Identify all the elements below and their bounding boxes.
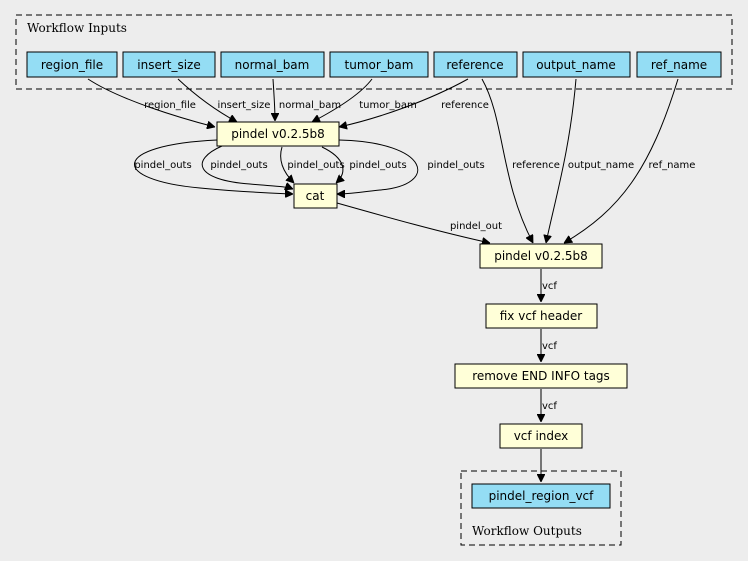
edge-normal-bam — [273, 78, 275, 121]
node-ref-name[interactable]: ref_name — [636, 51, 722, 78]
edge-label-pindel-outs-4: pindel_outs — [349, 160, 406, 171]
edge-label-insert-size: insert_size — [218, 100, 271, 111]
node-output-name-label: output_name — [536, 58, 616, 72]
node-insert-size[interactable]: insert_size — [122, 51, 216, 78]
edge-label-tumor-bam: tumor_bam — [359, 100, 416, 111]
node-pindel-2[interactable]: pindel v0.2.5b8 — [479, 243, 603, 269]
node-fix-vcf-header-label: fix vcf header — [500, 309, 583, 323]
node-remove-end-info-label: remove END INFO tags — [472, 369, 610, 383]
edge-pindel-outs-2 — [201, 145, 293, 189]
edge-label-vcf-1: vcf — [542, 281, 557, 292]
edge-reference-to-pindel — [339, 78, 469, 127]
edge-ref-name — [564, 78, 679, 243]
node-pindel-region-vcf[interactable]: pindel_region_vcf — [471, 483, 611, 509]
node-normal-bam-label: normal_bam — [235, 58, 310, 72]
edge-pindel-outs-3 — [280, 146, 294, 183]
edge-label-vcf-3: vcf — [542, 401, 557, 412]
edge-pindel-outs-4 — [321, 146, 343, 183]
node-remove-end-info[interactable]: remove END INFO tags — [454, 363, 628, 389]
edge-pindel-outs-1 — [134, 139, 293, 194]
edge-label-ref-name: ref_name — [649, 160, 696, 171]
edge-output-name — [546, 78, 577, 243]
node-reference[interactable]: reference — [433, 51, 518, 78]
node-pindel-region-vcf-label: pindel_region_vcf — [489, 489, 595, 503]
node-output-name[interactable]: output_name — [522, 51, 631, 78]
node-insert-size-label: insert_size — [137, 58, 200, 72]
edge-label-vcf-2: vcf — [542, 341, 557, 352]
edge-pindel-out — [336, 202, 490, 243]
edge-label-reference-2: reference — [512, 160, 560, 171]
node-pindel-2-label: pindel v0.2.5b8 — [494, 249, 588, 263]
edge-pindel-outs-5 — [337, 139, 419, 194]
node-reference-label: reference — [446, 58, 503, 72]
node-pindel-1-label: pindel v0.2.5b8 — [231, 127, 325, 141]
edges — [87, 78, 679, 482]
edge-label-output-name: output_name — [568, 160, 634, 171]
edge-labels: region_file insert_size normal_bam tumor… — [134, 100, 695, 412]
edge-label-pindel-outs-1: pindel_outs — [134, 160, 191, 171]
node-tumor-bam-label: tumor_bam — [345, 58, 414, 72]
edge-label-reference: reference — [441, 100, 489, 111]
node-pindel-1[interactable]: pindel v0.2.5b8 — [216, 121, 340, 147]
node-cat-label: cat — [306, 189, 325, 203]
edge-label-pindel-outs-3: pindel_outs — [287, 160, 344, 171]
edge-label-normal-bam: normal_bam — [279, 100, 341, 111]
edge-label-pindel-outs-2: pindel_outs — [210, 160, 267, 171]
node-cat[interactable]: cat — [293, 183, 338, 209]
node-normal-bam[interactable]: normal_bam — [220, 51, 325, 78]
edge-region-file — [87, 78, 215, 127]
node-ref-name-label: ref_name — [651, 58, 707, 72]
workflow-inputs-cluster: Workflow Inputs — [15, 14, 733, 90]
edge-insert-size — [177, 78, 237, 123]
edge-label-pindel-out: pindel_out — [450, 221, 502, 232]
edge-label-region-file: region_file — [144, 100, 196, 111]
node-tumor-bam[interactable]: tumor_bam — [329, 51, 429, 78]
workflow-inputs-label: Workflow Inputs — [27, 21, 127, 35]
node-fix-vcf-header[interactable]: fix vcf header — [485, 303, 598, 329]
edge-reference-to-pindel2 — [481, 78, 534, 243]
workflow-outputs-label: Workflow Outputs — [472, 524, 582, 538]
node-vcf-index-label: vcf index — [514, 429, 569, 443]
node-region-file[interactable]: region_file — [26, 51, 118, 78]
edge-label-pindel-outs-5: pindel_outs — [427, 160, 484, 171]
node-vcf-index[interactable]: vcf index — [499, 423, 583, 449]
edge-tumor-bam — [312, 78, 373, 123]
node-region-file-label: region_file — [41, 58, 103, 72]
